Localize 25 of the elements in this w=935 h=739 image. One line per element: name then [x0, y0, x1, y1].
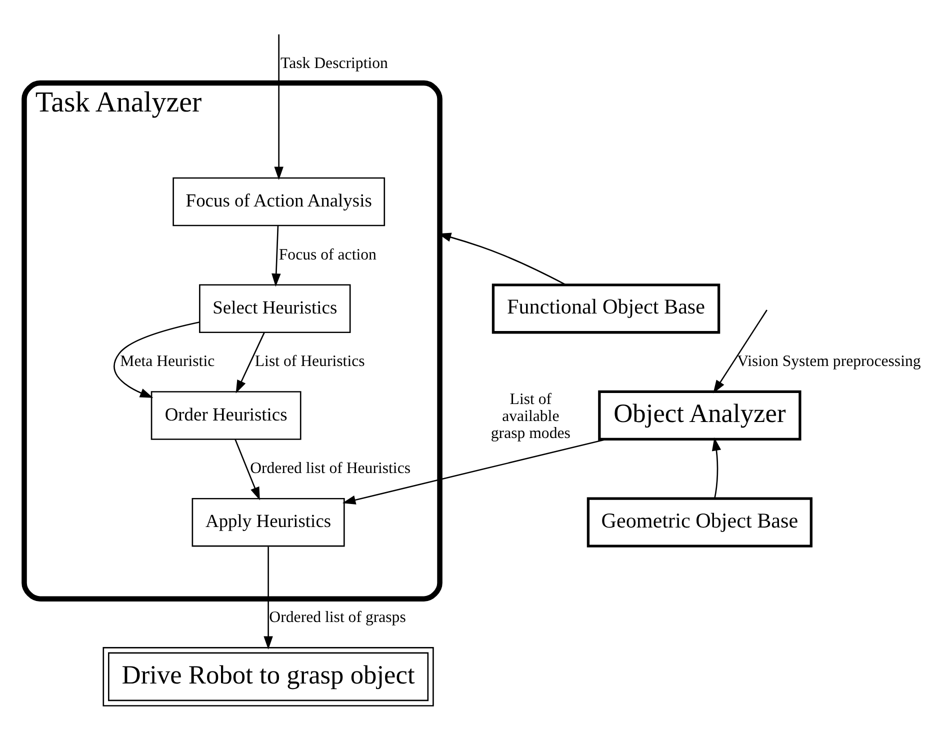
arrow	[713, 310, 768, 394]
arrow	[274, 34, 284, 180]
arrow	[272, 226, 281, 287]
edge-label: Vision System preprocessing	[737, 353, 921, 370]
node-box: Functional Object Base	[492, 284, 720, 334]
node-box: Focus of Action Analysis	[172, 177, 386, 226]
node-box: Apply Heuristics	[192, 498, 345, 547]
edge-label: Task Description	[280, 55, 388, 72]
edge-label: Ordered list of Heuristics	[250, 460, 411, 478]
arrow	[712, 437, 722, 499]
node-box: Select Heuristics	[199, 284, 351, 334]
arrow	[234, 439, 260, 500]
edge-label: Ordered list of grasps	[269, 609, 406, 626]
arrow	[236, 332, 265, 394]
arrow	[114, 321, 200, 398]
node-box: Object Analyzer	[598, 390, 802, 441]
edge-label: Meta Heuristic	[120, 353, 215, 370]
edge-label: Focus of action	[278, 246, 376, 264]
node-box: Geometric Object Base	[586, 497, 812, 548]
edge-label: List of available grasp modes	[490, 390, 570, 442]
arrow	[342, 438, 607, 505]
edge-label: List of Heuristics	[254, 353, 365, 370]
node-box: Order Heuristics	[150, 391, 302, 440]
arrow	[264, 546, 273, 650]
node-box: Drive Robot to grasp object	[102, 647, 434, 706]
